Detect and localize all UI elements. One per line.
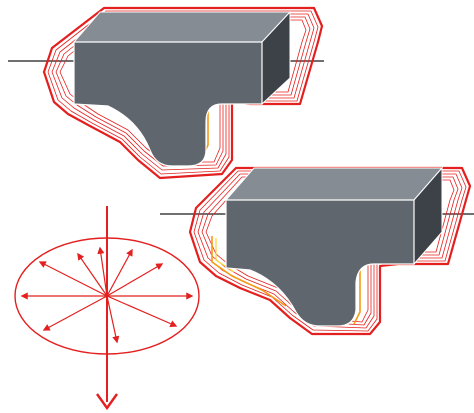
lower-contour-orange <box>211 236 287 307</box>
vertical-axis-arrowhead <box>96 393 118 411</box>
upper-contour-line <box>51 13 315 171</box>
lower-contour-outer <box>188 166 472 336</box>
radial-arrow <box>38 261 108 297</box>
radial-arrow <box>106 248 133 297</box>
lower-contour-line <box>193 170 467 332</box>
direction-indicator <box>14 206 200 411</box>
radial-arrow <box>42 295 108 331</box>
upper-block-top <box>72 11 292 43</box>
lower-contour-orange-2 <box>353 256 361 325</box>
lower-block <box>160 166 474 336</box>
upper-contour-line <box>47 10 319 175</box>
lower-block-front <box>225 199 415 327</box>
upper-block <box>8 6 324 180</box>
radial-arrow <box>77 252 108 297</box>
upper-contour-outer <box>42 6 324 180</box>
radial-arrow <box>106 295 178 328</box>
radial-arrows <box>20 246 194 344</box>
radial-arrow <box>97 246 108 297</box>
lower-block-top <box>224 167 444 201</box>
radial-arrow <box>106 263 164 297</box>
upper-contour-stack <box>42 6 324 180</box>
upper-block-front <box>73 41 263 167</box>
radial-arrow <box>106 295 120 344</box>
